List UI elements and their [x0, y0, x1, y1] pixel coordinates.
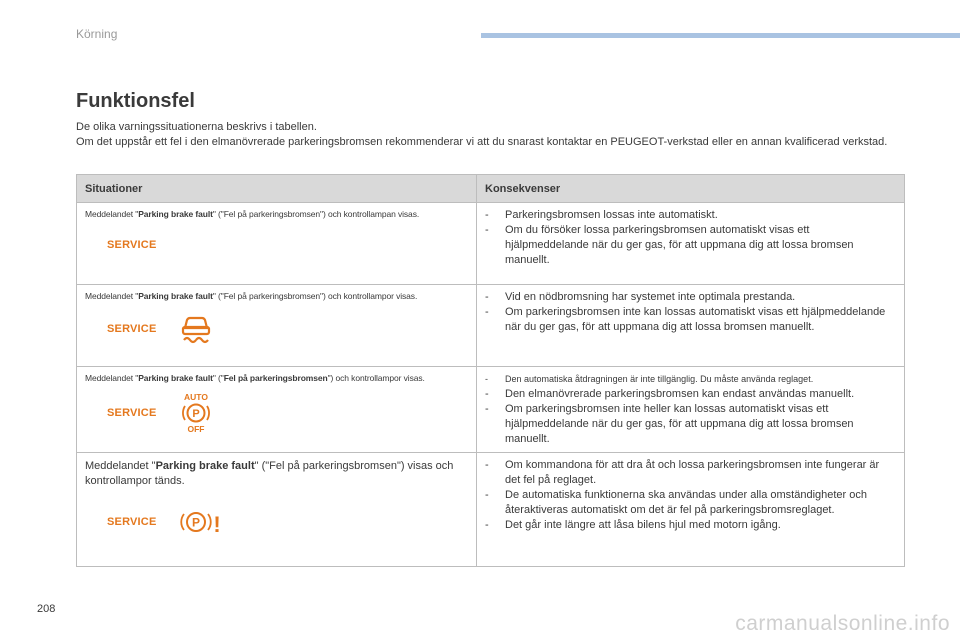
p-label: P	[191, 516, 199, 530]
message-suffix: " ("Fel på parkeringsbromsen") och kontr…	[212, 291, 418, 301]
message-prefix: Meddelandet "	[85, 209, 139, 219]
header-consequences: Konsekvenser	[476, 174, 905, 203]
message-prefix: Meddelandet "	[85, 460, 156, 472]
warning-icons: SERVICE AUTO P OFF	[85, 392, 468, 434]
intro-line-2: Om det uppstår ett fel i den elmanövrera…	[76, 136, 888, 148]
situation-cell: Meddelandet "Parking brake fault" ("Fel …	[76, 452, 477, 567]
service-indicator: SERVICE	[107, 515, 157, 528]
consequence-list: Om kommandona för att dra åt och lossa p…	[485, 453, 896, 533]
table-row: Meddelandet "Parking brake fault" ("Fel …	[76, 452, 905, 567]
list-item: Om du försöker lossa parkeringsbromsen a…	[485, 223, 896, 268]
p-label: P	[192, 408, 199, 420]
consequence-list: Den automatiska åtdragningen är inte til…	[485, 367, 896, 447]
consequence-cell: Vid en nödbromsning har systemet inte op…	[476, 284, 905, 367]
list-item: Parkeringsbromsen lossas inte automatisk…	[485, 208, 896, 223]
consequence-cell: Om kommandona för att dra åt och lossa p…	[476, 452, 905, 567]
message-suffix: " ("Fel på parkeringsbromsen") visas och…	[85, 460, 454, 487]
header-situations: Situationer	[76, 174, 477, 203]
message-suffix: " ("Fel på parkeringsbromsen") och kontr…	[212, 209, 420, 219]
parking-brake-fault-icon: P !	[179, 507, 223, 537]
auto-p-off-icon: AUTO P OFF	[179, 392, 213, 434]
situation-cell: Meddelandet "Parking brake fault" ("Fel …	[76, 202, 477, 285]
situation-message: Meddelandet "Parking brake fault" ("Fel …	[85, 367, 468, 384]
message-prefix: Meddelandet "	[85, 373, 139, 383]
off-label: OFF	[187, 424, 204, 434]
consequence-cell: Parkeringsbromsen lossas inte automatisk…	[476, 202, 905, 285]
page-number: 208	[37, 603, 56, 615]
message-keyword-2: Fel på parkeringsbromsen	[223, 373, 328, 383]
consequence-cell: Den automatiska åtdragningen är inte til…	[476, 366, 905, 453]
page-title: Funktionsfel	[76, 90, 195, 112]
consequence-list: Parkeringsbromsen lossas inte automatisk…	[485, 203, 896, 268]
situation-message: Meddelandet "Parking brake fault" ("Fel …	[85, 203, 468, 220]
list-item: Om parkeringsbromsen inte kan lossas aut…	[485, 305, 896, 335]
table-row: Meddelandet "Parking brake fault" ("Fel …	[76, 202, 905, 285]
consequence-list: Vid en nödbromsning har systemet inte op…	[485, 285, 896, 335]
message-keyword: Parking brake fault	[138, 291, 213, 301]
situation-cell: Meddelandet "Parking brake fault" ("Fel …	[76, 366, 477, 453]
message-prefix: Meddelandet "	[85, 291, 139, 301]
stability-control-icon	[179, 314, 213, 344]
table-row: Meddelandet "Parking brake fault" ("Fel …	[76, 366, 905, 453]
warning-icons: SERVICE	[85, 314, 468, 344]
list-item: Vid en nödbromsning har systemet inte op…	[485, 290, 896, 305]
exclamation-label: !	[213, 512, 220, 537]
situation-cell: Meddelandet "Parking brake fault" ("Fel …	[76, 284, 477, 367]
message-suffix: ") och kontrollampor visas.	[327, 373, 425, 383]
header-bar	[481, 33, 960, 38]
situation-message: Meddelandet "Parking brake fault" ("Fel …	[85, 453, 468, 489]
message-keyword: Parking brake fault	[155, 460, 255, 472]
intro-text: De olika varningssituationerna beskrivs …	[76, 120, 906, 150]
warning-icons: SERVICE P !	[85, 507, 468, 537]
service-indicator: SERVICE	[107, 406, 157, 419]
warning-icons: SERVICE	[85, 238, 468, 253]
message-mid: " ("	[212, 373, 224, 383]
list-item: Den elmanövrerade parkeringsbromsen kan …	[485, 387, 896, 402]
situation-message: Meddelandet "Parking brake fault" ("Fel …	[85, 285, 468, 302]
watermark: carmanualsonline.info	[735, 612, 950, 635]
section-label: Körning	[76, 27, 118, 41]
table-header-row: Situationer Konsekvenser	[76, 174, 905, 203]
message-keyword: Parking brake fault	[138, 209, 213, 219]
list-item: Det går inte längre att låsa bilens hjul…	[485, 518, 896, 533]
list-item: Den automatiska åtdragningen är inte til…	[485, 372, 896, 387]
list-item: De automatiska funktionerna ska användas…	[485, 488, 896, 518]
list-item: Om kommandona för att dra åt och lossa p…	[485, 458, 896, 488]
service-indicator: SERVICE	[107, 239, 157, 251]
auto-label: AUTO	[184, 392, 208, 402]
service-indicator: SERVICE	[107, 322, 157, 335]
list-item: Om parkeringsbromsen inte heller kan los…	[485, 402, 896, 447]
table-row: Meddelandet "Parking brake fault" ("Fel …	[76, 284, 905, 367]
intro-line-1: De olika varningssituationerna beskrivs …	[76, 121, 317, 133]
message-keyword: Parking brake fault	[138, 373, 213, 383]
fault-table: Situationer Konsekvenser Meddelandet "Pa…	[76, 174, 905, 567]
